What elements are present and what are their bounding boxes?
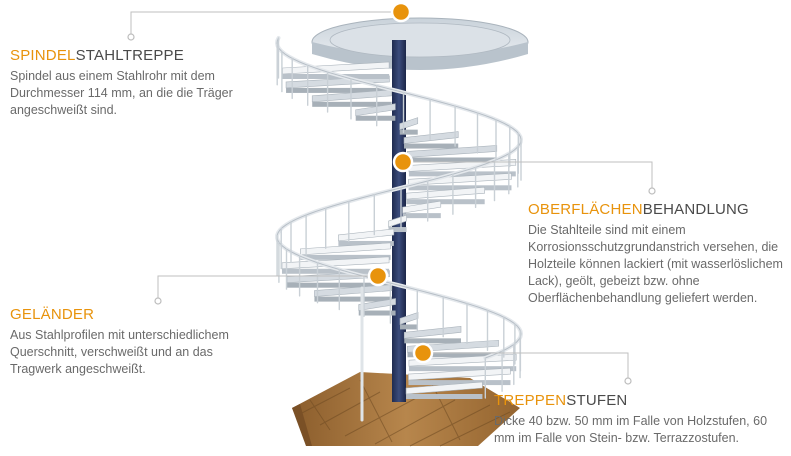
stair-tread [399, 117, 419, 135]
stair-tread [311, 89, 392, 107]
railing [274, 36, 524, 422]
stair-tread [408, 172, 512, 191]
marker-oberflaeche [392, 151, 414, 173]
callout-gelaender: GELÄNDER Aus Stahlprofilen mit unterschi… [10, 306, 260, 378]
callout-oberflaechenbehandlung: OBERFLÄCHENBEHANDLUNG Die Stahlteile sin… [528, 201, 790, 307]
parquet-floor [292, 372, 520, 447]
stair-tread [355, 103, 396, 121]
stair-tread [405, 381, 483, 399]
callout-title: SPINDELSTAHLTREPPE [10, 47, 184, 64]
marker-dots [367, 1, 434, 364]
leader-lines [130, 11, 653, 380]
marker-treppenstufen [412, 342, 434, 364]
callout-text: Aus Stahlprofilen mit unterschiedlichem … [10, 328, 229, 376]
stair-tread [399, 312, 419, 330]
callout-title: GELÄNDER [10, 306, 95, 323]
callout-text: Dicke 40 bzw. 50 mm im Falle von Holzstu… [494, 414, 768, 445]
stair-tread [403, 131, 459, 149]
callout-title: TREPPENSTUFEN [494, 392, 628, 409]
ceiling-opening [311, 17, 529, 70]
handrail-edge [276, 37, 522, 359]
callout-text: Die Stahlteile sind mit einem Korrosions… [528, 223, 783, 305]
stair-tread [403, 326, 462, 344]
callout-title: OBERFLÄCHENBEHANDLUNG [528, 201, 749, 218]
stair-tread [405, 186, 485, 205]
stair-tread [314, 284, 393, 302]
stair-tread [338, 228, 395, 246]
stair-tread [281, 256, 390, 274]
callout-spindelstahltreppe: SPINDELSTAHLTREPPE Spindel aus einem Sta… [10, 47, 260, 119]
callout-treppenstufen: TREPPENSTUFEN Dicke 40 bzw. 50 mm im Fal… [494, 392, 786, 447]
stair-tread [300, 242, 391, 260]
stair-tread [358, 298, 396, 316]
leader-end-dots [127, 33, 656, 385]
marker-spindel [390, 1, 412, 23]
marker-gelaender [367, 265, 389, 287]
callout-text: Spindel aus einem Stahlrohr mit dem Durc… [10, 69, 233, 117]
